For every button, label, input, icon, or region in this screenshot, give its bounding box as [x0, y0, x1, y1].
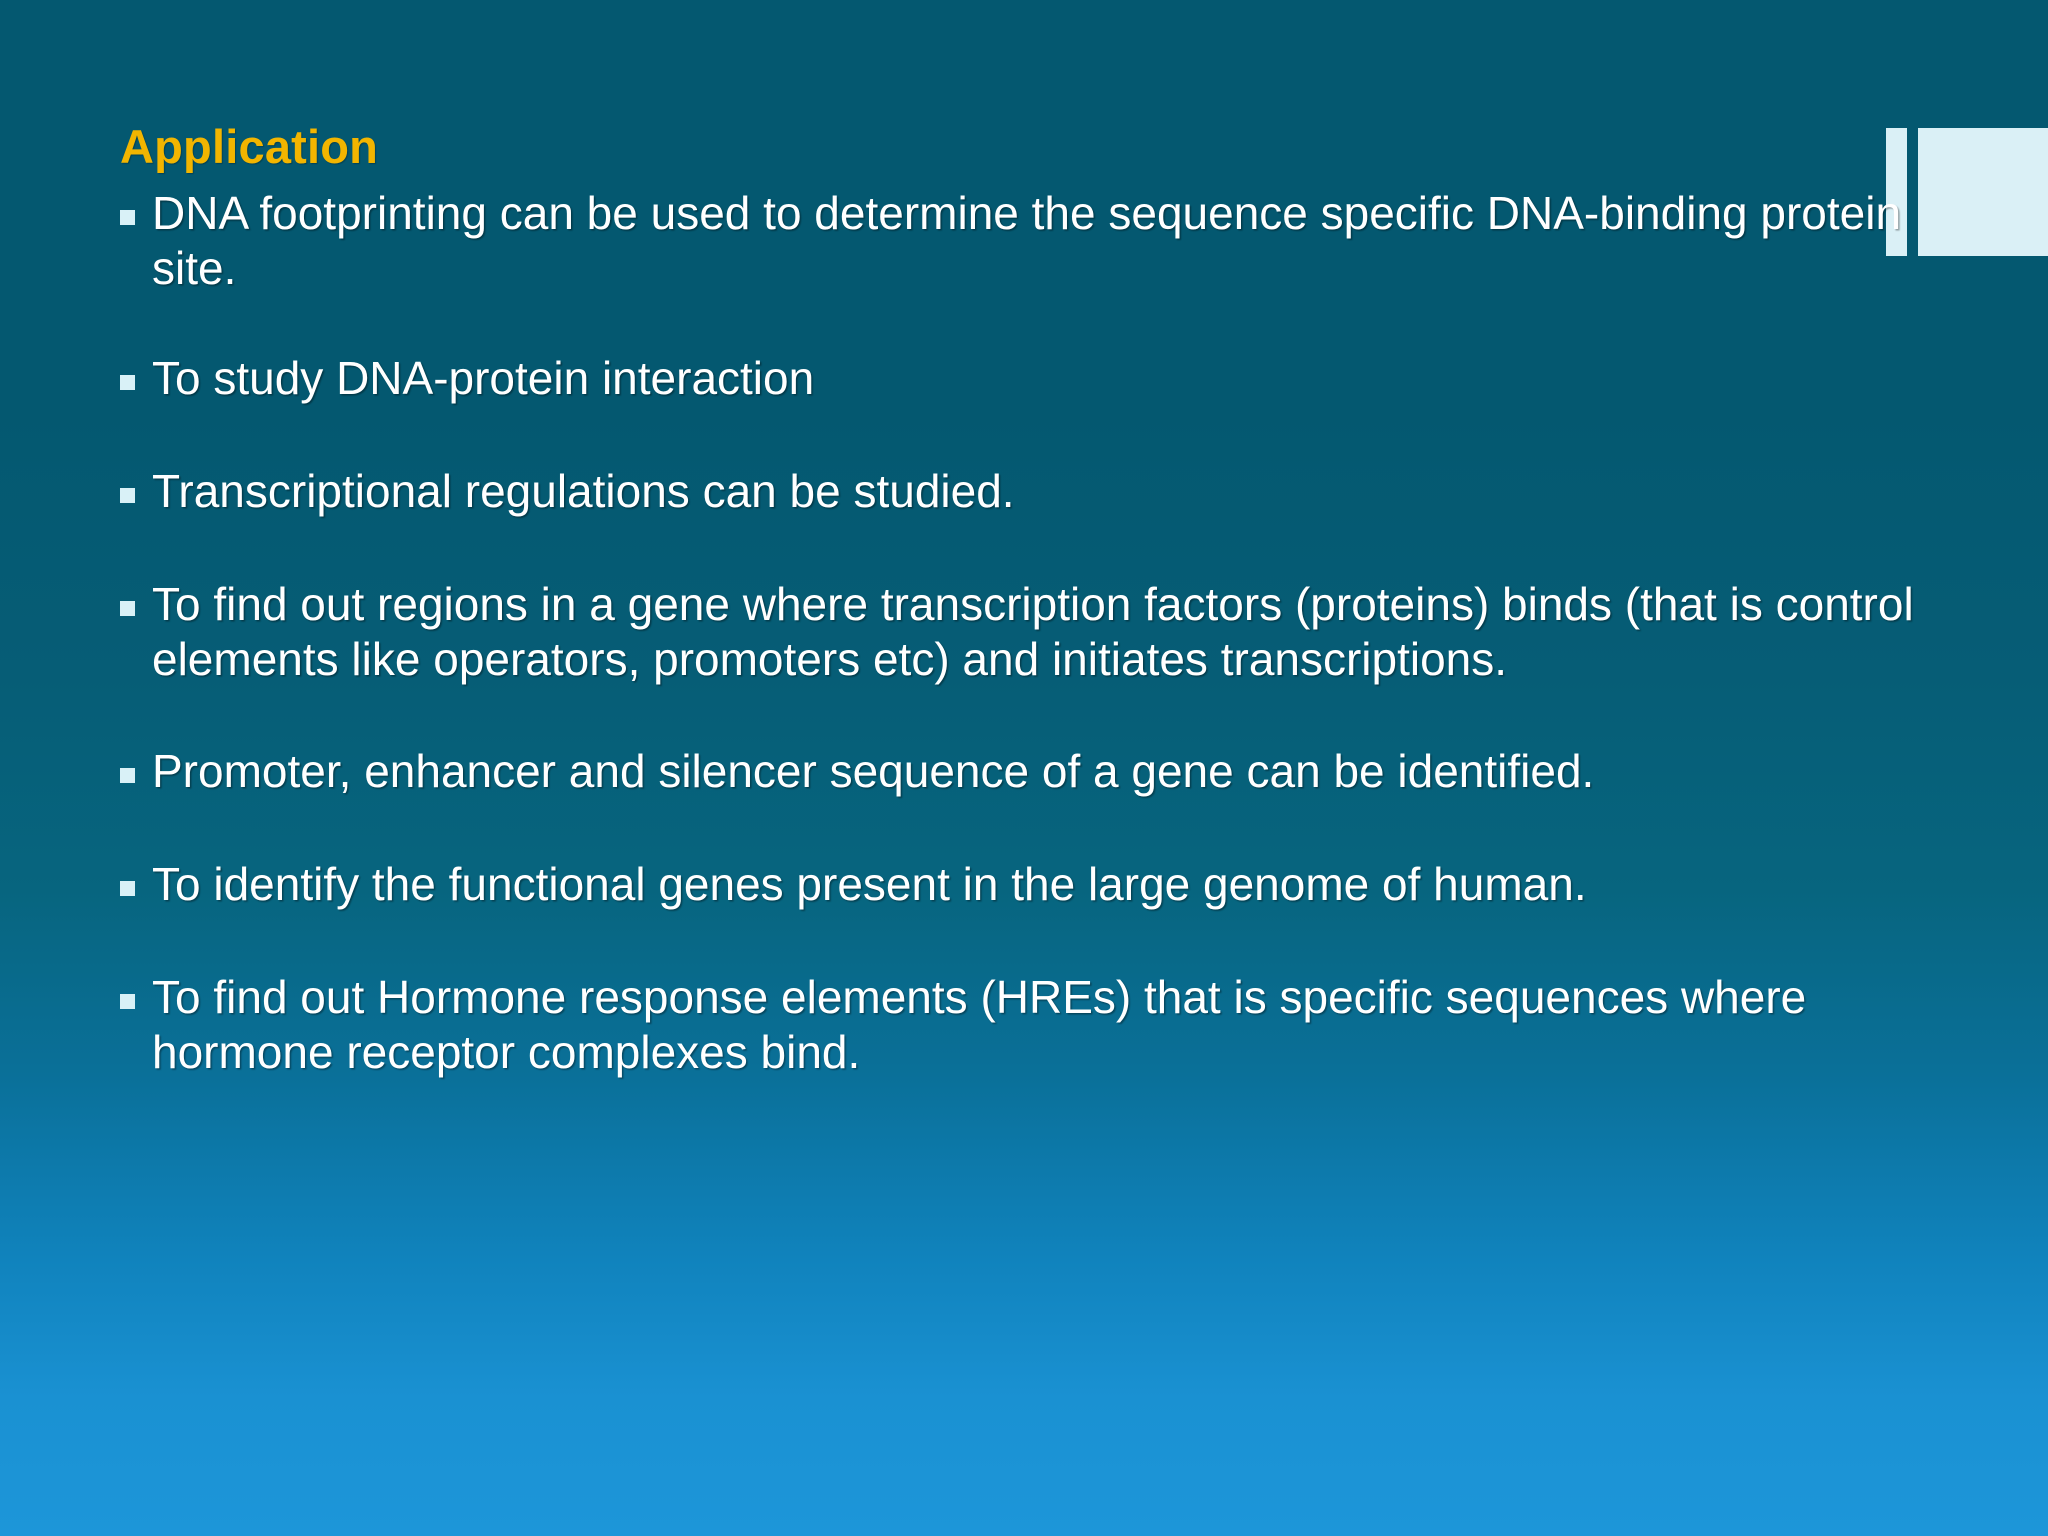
list-item-text: To find out Hormone response elements (H… [152, 970, 1820, 1078]
list-item: Promoter, enhancer and silencer sequence… [120, 744, 1940, 799]
list-item: DNA footprinting can be used to determin… [120, 186, 1940, 295]
list-item: To find out regions in a gene where tran… [120, 577, 1940, 686]
list-item-text: To find out regions in a gene where tran… [152, 577, 1927, 685]
list-item-text: Promoter, enhancer and silencer sequence… [152, 745, 1595, 798]
bullet-list: DNA footprinting can be used to determin… [120, 186, 1940, 1079]
spacer [120, 295, 1940, 351]
spacer [120, 686, 1940, 744]
square-bullet-icon [120, 600, 135, 616]
spacer [120, 519, 1940, 577]
spacer [120, 799, 1940, 857]
list-item: To identify the functional genes present… [120, 857, 1940, 912]
slide-title: Application [120, 120, 379, 173]
list-item-text: Transcriptional regulations can be studi… [152, 465, 1015, 518]
spacer [120, 912, 1940, 970]
square-bullet-icon [120, 881, 135, 897]
list-item: To find out Hormone response elements (H… [120, 970, 1940, 1079]
list-item: Transcriptional regulations can be studi… [120, 464, 1940, 519]
list-item-text: DNA footprinting can be used to determin… [152, 187, 1914, 294]
list-item-text: To study DNA-protein interaction [152, 352, 815, 405]
list-item: To study DNA-protein interaction [120, 351, 1940, 406]
square-bullet-icon [120, 768, 135, 784]
square-bullet-icon [120, 375, 135, 391]
spacer [120, 406, 1940, 464]
square-bullet-icon [120, 488, 135, 504]
list-item-text: To identify the functional genes present… [152, 858, 1587, 911]
square-bullet-icon [120, 210, 135, 225]
square-bullet-icon [120, 993, 135, 1009]
